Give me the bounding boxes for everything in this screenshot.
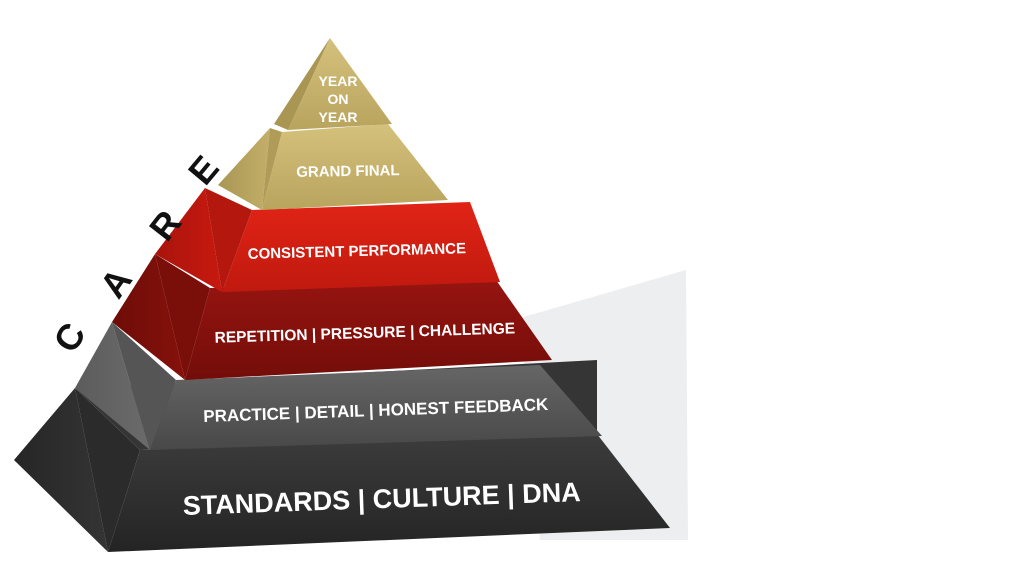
care-letter-c: C	[45, 315, 94, 359]
tier-year-on-year	[274, 38, 392, 130]
tier-consistent-performance	[155, 188, 500, 292]
label-grand-final: GRAND FINAL	[296, 162, 400, 181]
label-year-2: YEAR	[319, 109, 358, 125]
label-on: ON	[328, 91, 349, 107]
label-consistent-performance: CONSISTENT PERFORMANCE	[248, 240, 467, 263]
tier-labels: YEAR ON YEAR GRAND FINAL CONSISTENT PERF…	[182, 73, 581, 521]
tier-grand-final	[218, 124, 448, 210]
tier-repetition-pressure-challenge	[112, 254, 552, 380]
label-year-1: YEAR	[319, 73, 358, 89]
tier-practice-detail-honest-feedback	[75, 322, 602, 450]
